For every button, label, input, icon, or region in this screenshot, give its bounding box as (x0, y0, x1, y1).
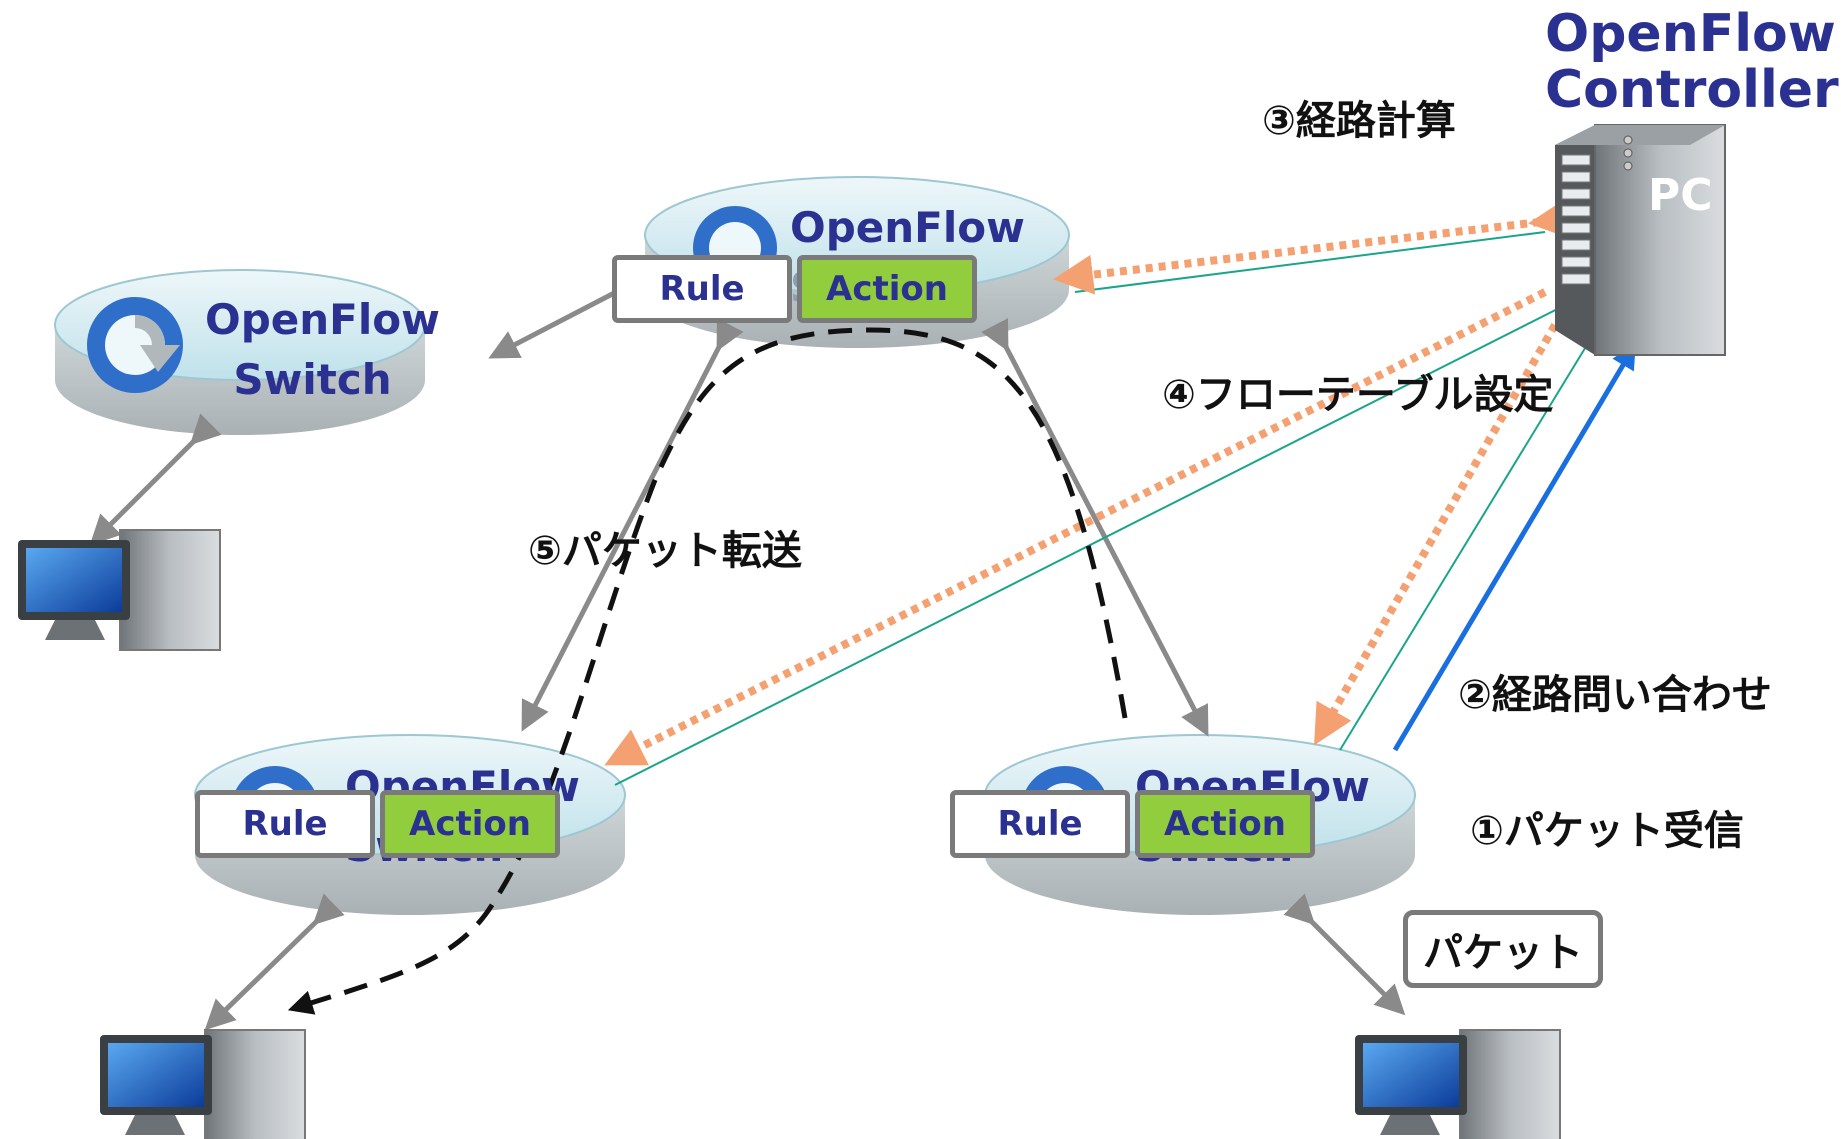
computer-icon (1355, 1029, 1561, 1139)
server-icon (1555, 124, 1726, 356)
switch-left-name: OpenFlow Switch (205, 290, 440, 410)
computer-icon (18, 529, 221, 651)
flow-action-box: Action (1135, 790, 1315, 858)
step-compute-label: ③経路計算 (1262, 98, 1456, 144)
flow-rule-box: Rule (950, 790, 1130, 858)
link-bottom-right-to-host (1283, 893, 1406, 1016)
computer-icon (100, 1029, 306, 1139)
link-top-to-left (488, 287, 622, 359)
step-flow-table-label: ④フローテーブル設定 (1162, 372, 1554, 418)
step-forward-label: ⑤パケット転送 (528, 528, 802, 574)
link-top-to-bottom-left (521, 318, 744, 732)
server-pc-label: PC (1648, 170, 1713, 221)
packet-forward-path (287, 327, 1128, 1015)
openflow-logo-icon (87, 297, 183, 393)
controller-title-line2: Controller (1545, 60, 1839, 120)
step-query-label: ②経路問い合わせ (1458, 672, 1772, 718)
link-bottom-left-to-host (204, 893, 345, 1031)
step-receive-label: ①パケット受信 (1470, 808, 1744, 854)
flow-rule-box: Rule (195, 790, 375, 858)
controller-title-line1: OpenFlow (1545, 4, 1836, 64)
query-arrow (1392, 343, 1636, 752)
packet-label: パケット (1403, 910, 1603, 988)
switch-name-line1: OpenFlow (205, 295, 440, 344)
switch-name-line1: OpenFlow (790, 203, 1025, 252)
flow-rule-box: Rule (612, 255, 792, 323)
switch-name-line2: Switch (233, 355, 392, 404)
link-left-to-host (89, 413, 222, 546)
flow-action-box: Action (380, 790, 560, 858)
flow-action-box: Action (797, 255, 977, 323)
